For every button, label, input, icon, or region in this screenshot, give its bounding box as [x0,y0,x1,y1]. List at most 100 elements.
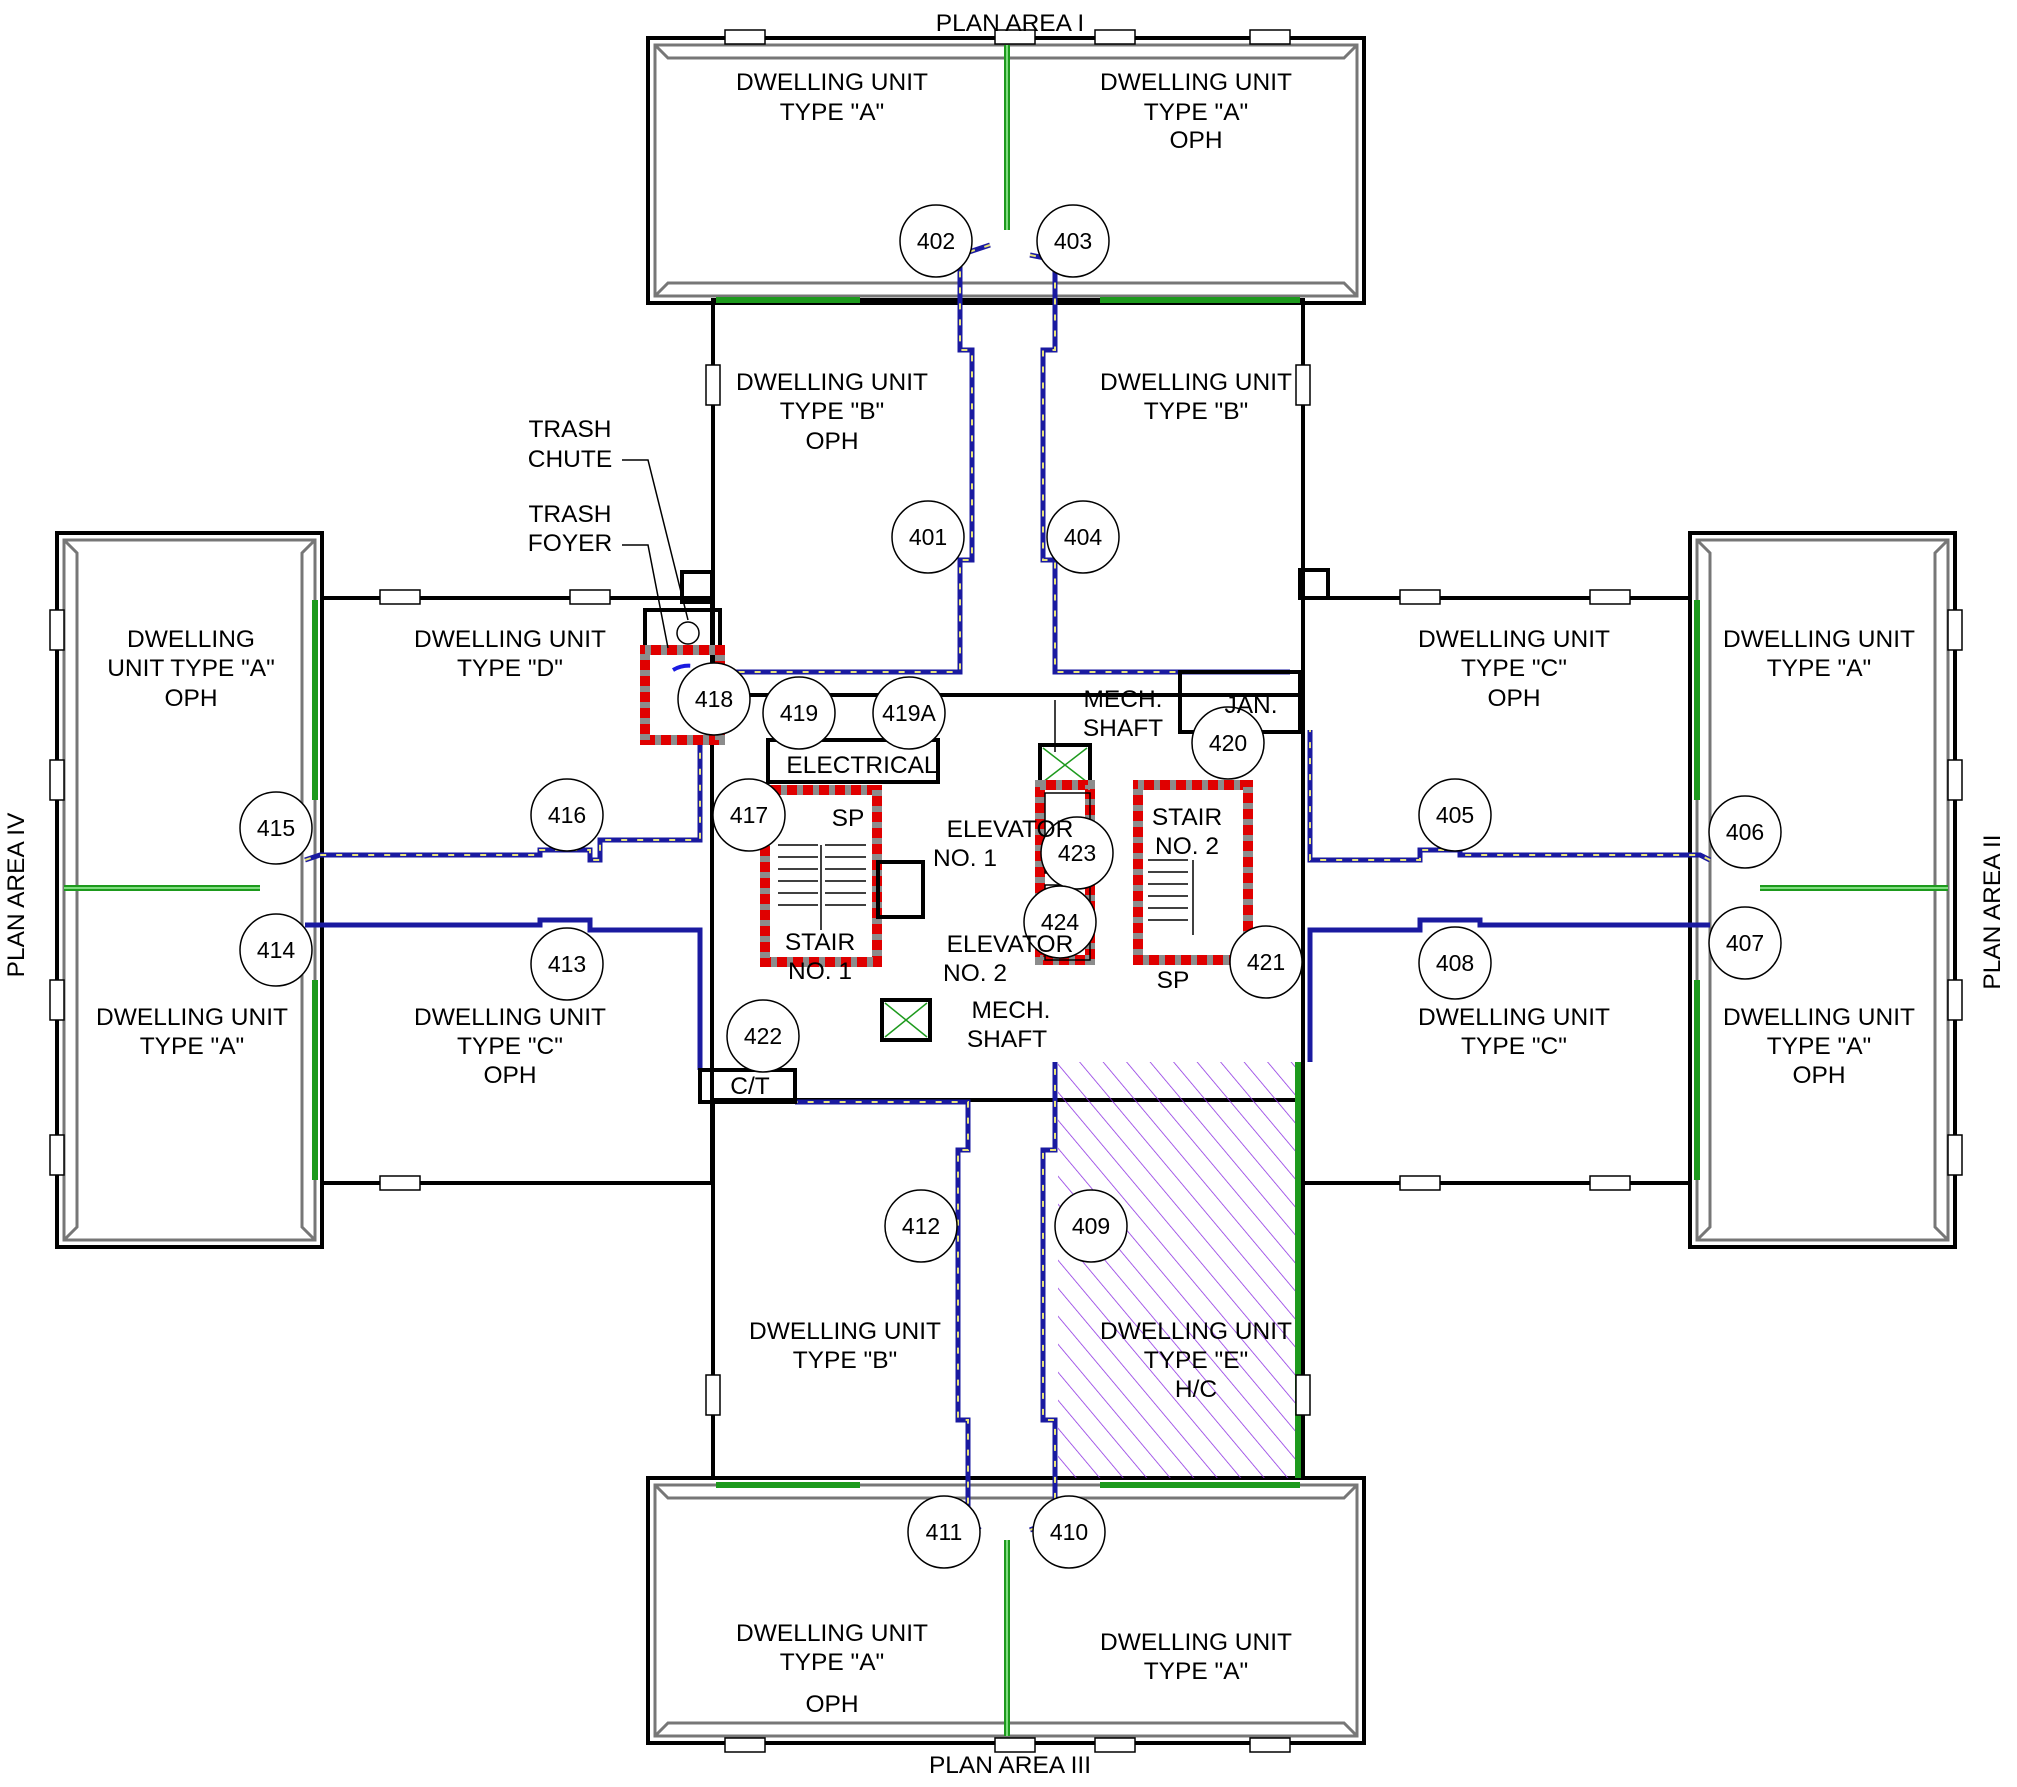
unit-east-c-top-line3: OPH [1487,685,1540,712]
door-tag-412 [884,1189,958,1263]
mech-shaft-top-line2: SHAFT [1083,715,1163,742]
unit-sb-left-line2: TYPE "B" [793,1347,898,1374]
unit-north-left-line2: TYPE "A" [780,99,885,126]
door-tag-417 [712,778,786,852]
unit-east-c-bottom-line1: DWELLING UNIT [1418,1004,1610,1031]
unit-sb-right-line3: H/C [1175,1376,1217,1403]
ct-label: C/T [730,1073,770,1100]
door-tag-414 [239,913,313,987]
door-tag-424 [1023,885,1097,959]
jan-label: JAN. [1224,692,1277,719]
west-wing [55,531,714,1249]
unit-sb-left-line1: DWELLING UNIT [749,1318,941,1345]
plan-area-left: PLAN AREA IV [3,812,30,977]
elevator-1-line1: ELEVATOR [947,816,1074,843]
door-tag-411 [907,1495,981,1569]
door-413-label: 413 [548,951,586,977]
unit-east-top-line2: TYPE "A" [1767,655,1872,682]
unit-east-bottom-line1: DWELLING UNIT [1723,1004,1915,1031]
door-407-label: 407 [1726,930,1764,956]
unit-nb-left-line1: DWELLING UNIT [736,369,928,396]
mech-shaft-bottom-line2: SHAFT [967,1026,1047,1053]
door-422-label: 422 [744,1023,782,1049]
unit-east-top-line1: DWELLING UNIT [1723,626,1915,653]
unit-south-right-line1: DWELLING UNIT [1100,1629,1292,1656]
door-421-label: 421 [1247,949,1285,975]
trash-foyer-line2: FOYER [528,530,612,557]
door-tag-421 [1229,925,1303,999]
trash-foyer-line1: TRASH [528,501,611,528]
unit-west-c-line2: TYPE "C" [457,1033,563,1060]
unit-west-c-line1: DWELLING UNIT [414,1004,606,1031]
south-wing [646,1098,1366,1745]
unit-west-top-line3: OPH [164,685,217,712]
plan-area-top: PLAN AREA I [936,10,1084,37]
door-tag-406 [1708,795,1782,869]
door-411-label: 411 [926,1519,963,1545]
accessible-unit-hatch [1058,1062,1298,1478]
sp-1-label: SP [832,805,865,832]
door-tag-418 [677,662,751,736]
unit-east-bottom-line3: OPH [1792,1062,1845,1089]
unit-west-top-line2: UNIT TYPE "A" [107,655,275,682]
door-tag-410 [1032,1495,1106,1569]
unit-south-left-line1: DWELLING UNIT [736,1620,928,1647]
electrical-label: ELECTRICAL [786,752,937,779]
door-tag-415 [239,791,313,865]
unit-east-bottom-line2: TYPE "A" [1767,1033,1872,1060]
door-tag-407 [1708,906,1782,980]
elevator-2-line2: NO. 2 [943,960,1007,987]
unit-east-c-top-line2: TYPE "C" [1461,655,1567,682]
unit-south-right-line2: TYPE "A" [1144,1658,1249,1685]
door-tag-422 [726,999,800,1073]
unit-south-left-line3: OPH [805,1691,858,1718]
door-416-label: 416 [548,802,586,828]
trash-chute-line2: CHUTE [528,446,612,473]
door-409-label: 409 [1072,1213,1110,1239]
stair-1-line1: STAIR [785,929,855,956]
door-423-label: 423 [1058,840,1096,866]
door-420-label: 420 [1209,730,1247,756]
door-tag-413 [530,927,604,1001]
unit-west-top-line1: DWELLING [127,626,255,653]
stair-2-line1: STAIR [1152,804,1222,831]
door-tag-405 [1418,778,1492,852]
unit-west-c-line3: OPH [483,1062,536,1089]
door-412-label: 412 [902,1213,940,1239]
door-tag-423 [1040,816,1114,890]
door-tag-408 [1418,926,1492,1000]
door-410-label: 410 [1050,1519,1088,1545]
door-424-label: 424 [1041,909,1080,935]
mech-shaft-bottom-line1: MECH. [972,997,1051,1024]
door-tag-402 [899,204,973,278]
door-403-label: 403 [1054,228,1092,254]
unit-nb-right-line1: DWELLING UNIT [1100,369,1292,396]
door-tag-419a [872,676,946,750]
unit-east-c-bottom-line2: TYPE "C" [1461,1033,1567,1060]
door-tag-420 [1191,706,1265,780]
unit-labels: DWELLING UNIT TYPE "A" DWELLING UNIT TYP… [96,69,1915,1718]
unit-north-right-line1: DWELLING UNIT [1100,69,1292,96]
plan-area-right: PLAN AREA II [1979,834,2006,989]
stair-2-line2: NO. 2 [1155,833,1219,860]
door-401-label: 401 [909,524,947,550]
door-415-label: 415 [257,815,295,841]
door-tag-labels: 402 403 401 404 418 419 419A 420 415 416… [257,228,1764,1545]
unit-west-bottom-line2: TYPE "A" [140,1033,245,1060]
unit-west-bottom-line1: DWELLING UNIT [96,1004,288,1031]
unit-nb-left-line2: TYPE "B" [780,398,885,425]
door-414-label: 414 [257,937,296,963]
door-tag-416 [530,778,604,852]
trash-chute-line1: TRASH [528,416,611,443]
unit-west-d-line1: DWELLING UNIT [414,626,606,653]
corridor-walls [304,242,1712,1533]
unit-nb-right-line2: TYPE "B" [1144,398,1249,425]
elevator-2-line1: ELEVATOR [947,931,1074,958]
door-408-label: 408 [1436,950,1474,976]
windows [49,29,1963,1753]
unit-east-c-top-line1: DWELLING UNIT [1418,626,1610,653]
unit-nb-left-line3: OPH [805,428,858,455]
door-405-label: 405 [1436,802,1474,828]
sp-2-label: SP [1157,967,1190,994]
